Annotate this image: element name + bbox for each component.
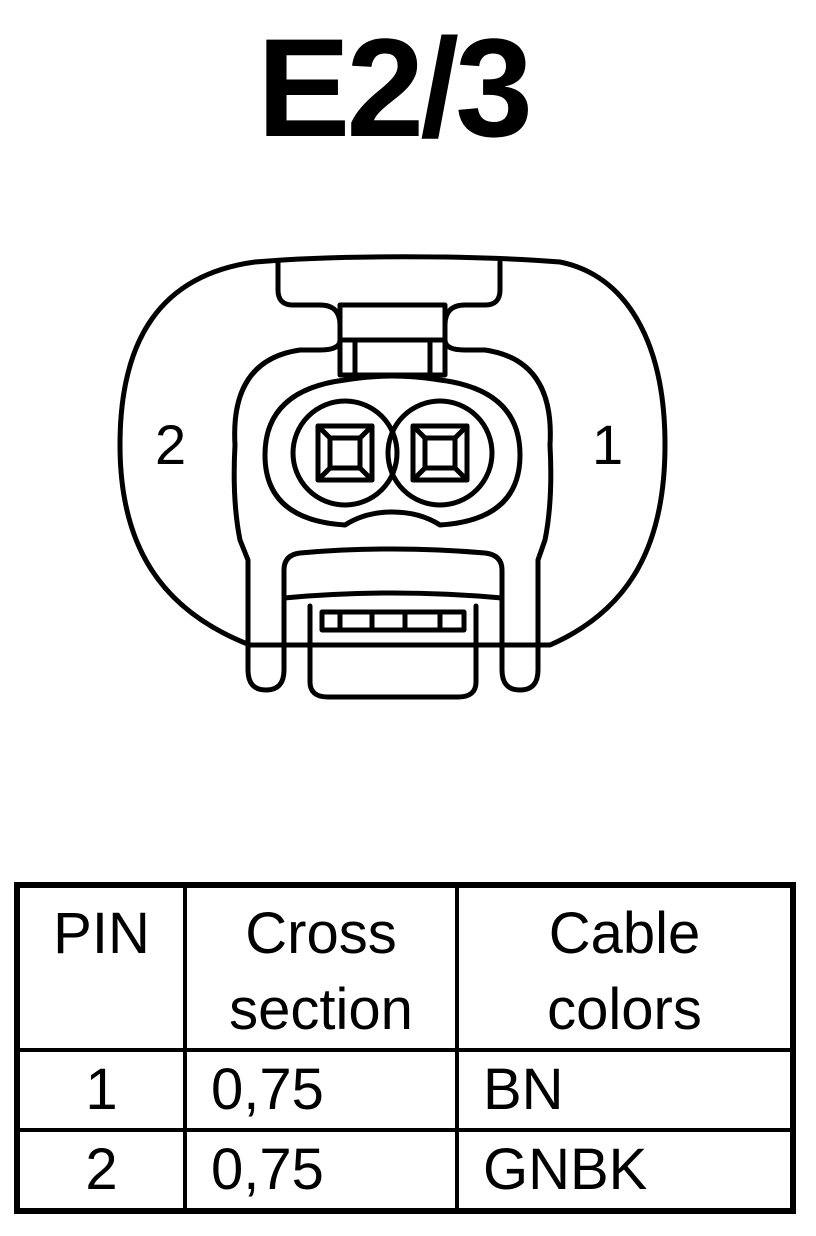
header-pin: PIN (15, 883, 187, 1052)
terminal-cavity (262, 373, 523, 528)
pin-label-2: 2 (155, 413, 186, 476)
cell-pin: 2 (15, 1128, 187, 1213)
pin-1-terminal (410, 423, 470, 483)
table-row: 1 0,75 BN (15, 1048, 795, 1132)
pin-label-1: 1 (592, 413, 623, 476)
top-tab (232, 259, 343, 448)
header-cross-section: Cross section (183, 883, 459, 1052)
cell-cable-color: GNBK (455, 1128, 795, 1213)
connector-diagram: 2 1 (117, 254, 668, 700)
pin-1-ring (385, 398, 495, 508)
cell-cable-color: BN (455, 1048, 795, 1132)
pin-2-terminal (315, 423, 375, 483)
pin-table: PIN Cross section Cable colors 1 0,75 BN… (14, 882, 796, 1214)
table-header-row: PIN Cross section Cable colors (15, 883, 795, 1052)
pin-2-ring (290, 398, 400, 508)
cell-cross-section: 0,75 (183, 1048, 459, 1132)
header-cable-colors: Cable colors (455, 883, 795, 1052)
housing-outline (117, 254, 668, 648)
cell-pin: 1 (15, 1048, 187, 1132)
connector-title: E2/3 (257, 9, 533, 166)
cell-cross-section: 0,75 (183, 1128, 459, 1213)
table-row: 2 0,75 GNBK (15, 1128, 795, 1213)
bottom-latch (307, 603, 479, 700)
lock-arch (281, 546, 505, 601)
